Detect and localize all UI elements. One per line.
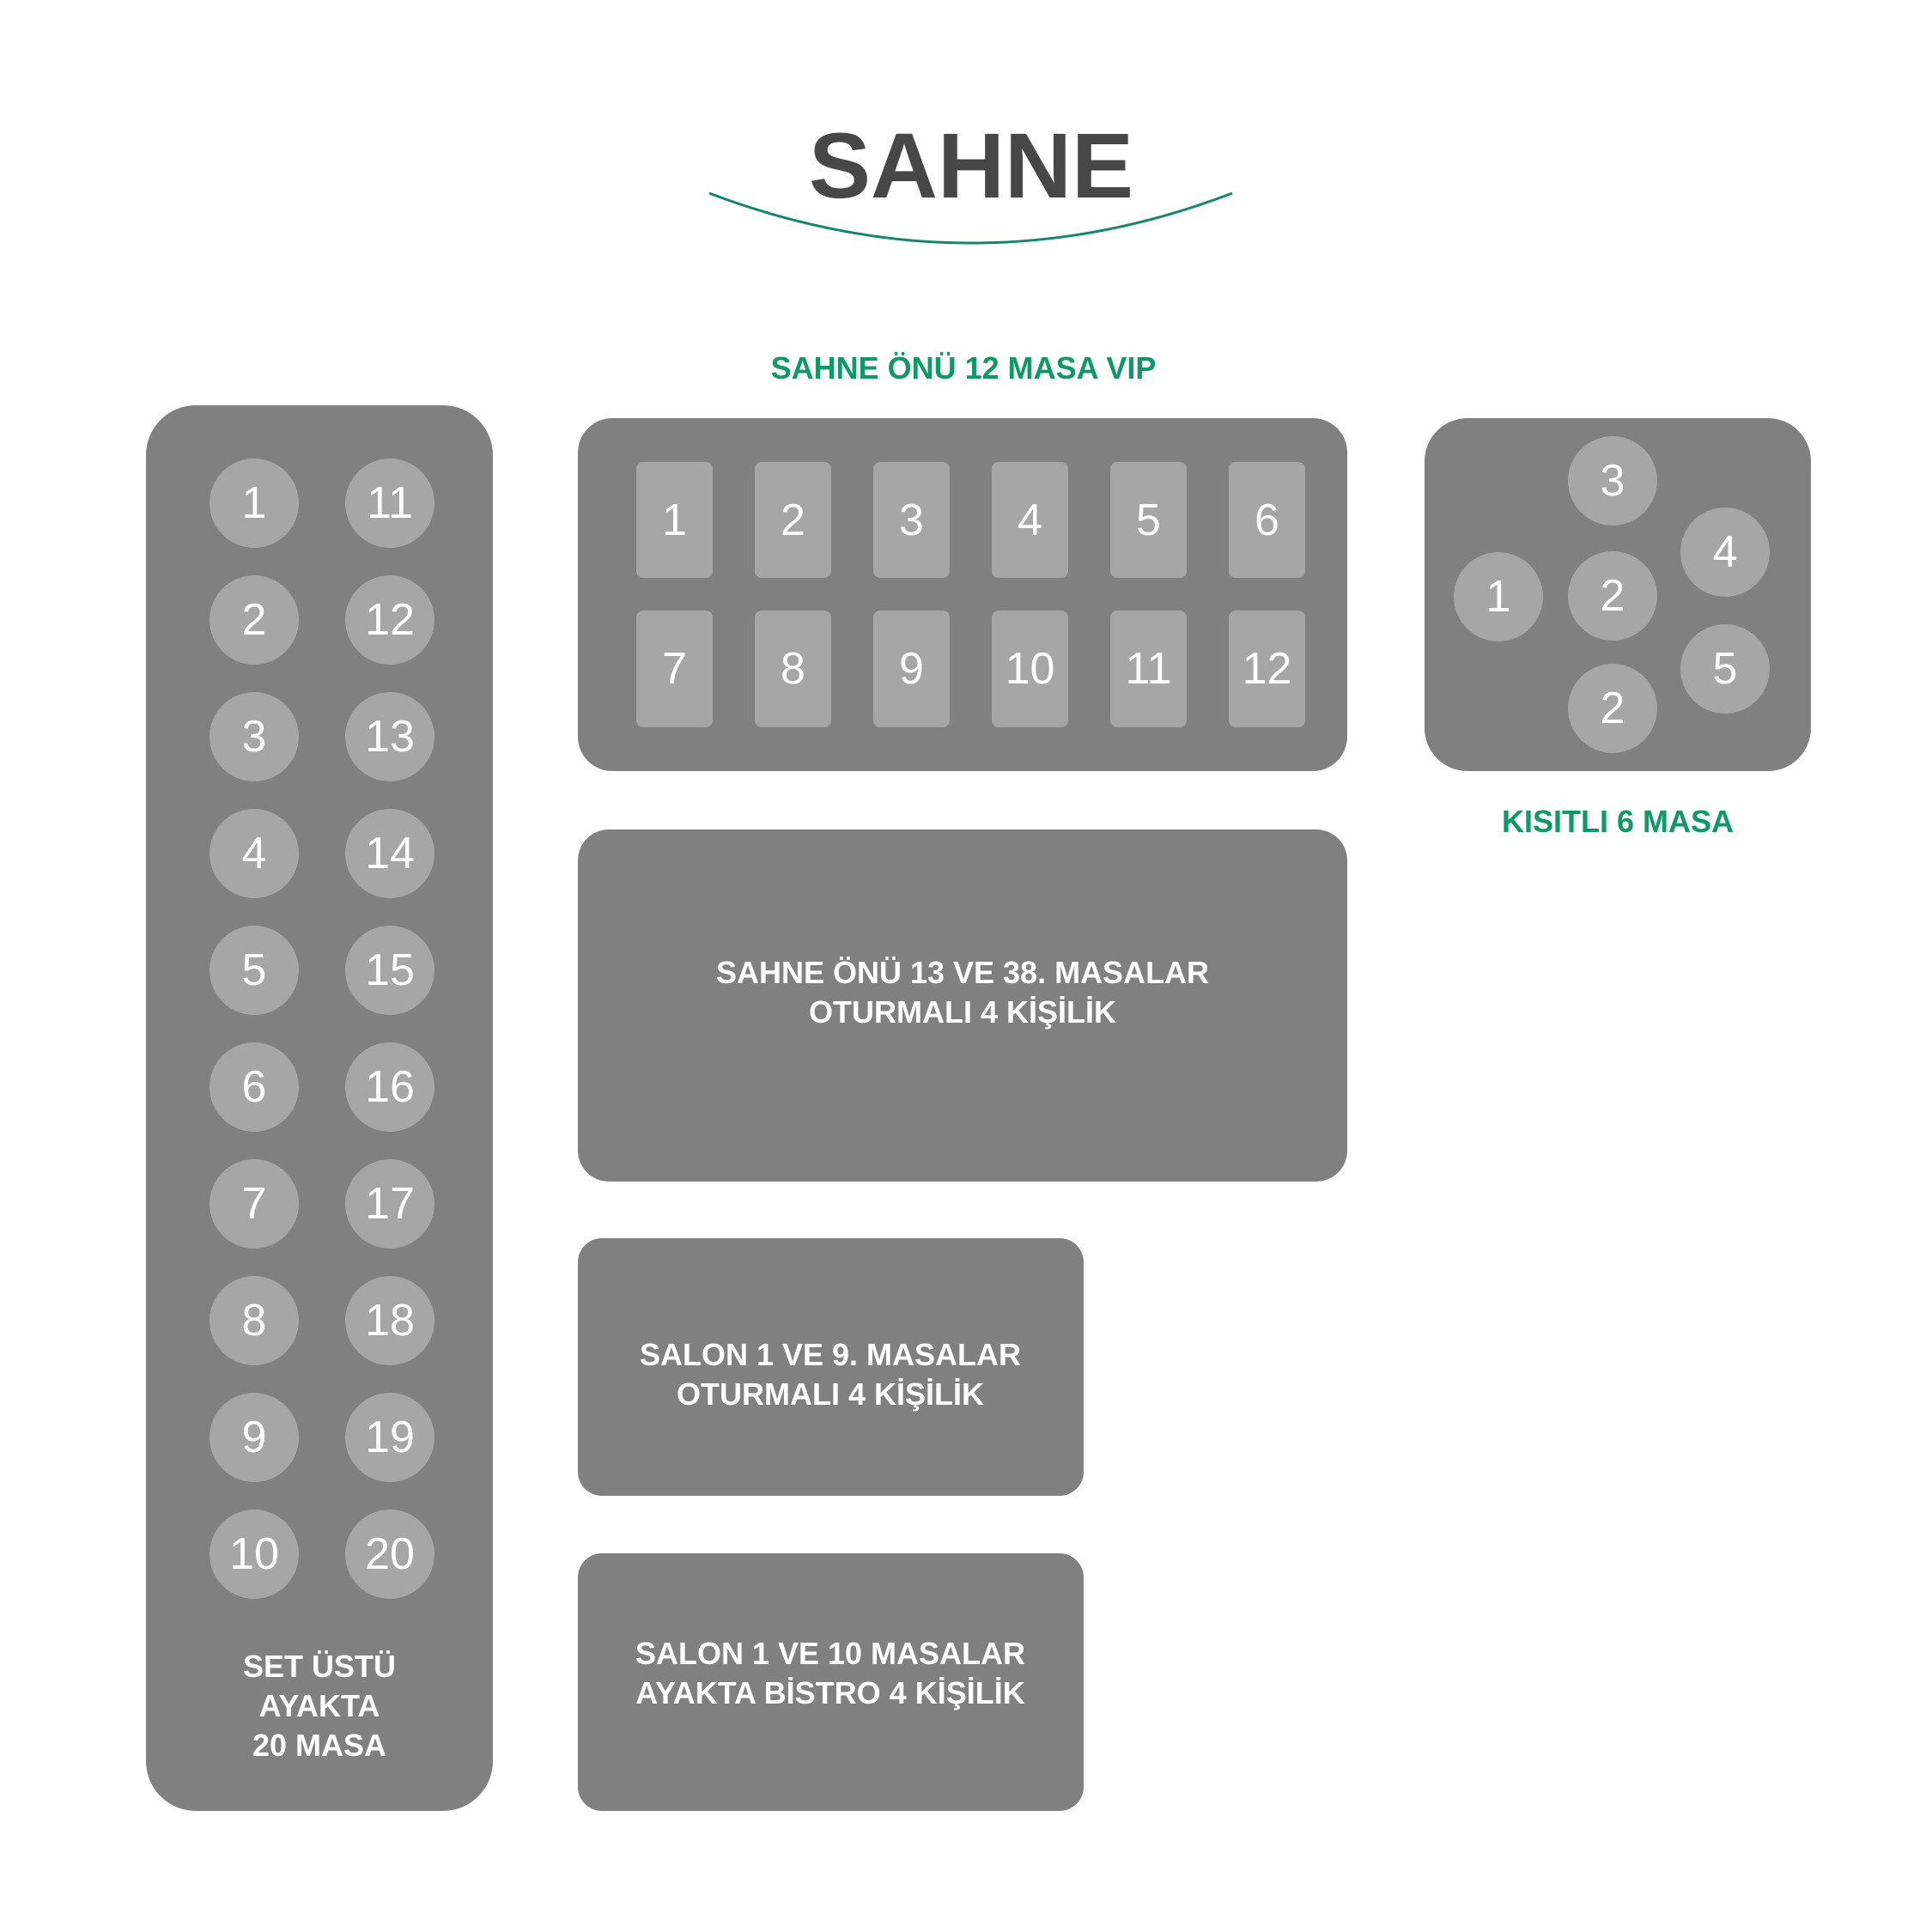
- vip-table[interactable]: 5: [1110, 462, 1187, 578]
- standing-section: [146, 405, 493, 1811]
- standing-label-line: AYAKTA: [258, 1688, 380, 1723]
- standing-table[interactable]: 11: [345, 459, 434, 548]
- vip-table[interactable]: 11: [1110, 611, 1187, 727]
- block-salon-1-9[interactable]: [578, 1238, 1084, 1496]
- standing-table[interactable]: 1: [210, 459, 299, 548]
- block-text: SALON 1 VE 9. MASALAR OTURMALI 4 KİŞİLİK: [640, 1335, 1021, 1414]
- restricted-table[interactable]: 3: [1568, 436, 1657, 526]
- block-line: SAHNE ÖNÜ 13 VE 38. MASALAR: [715, 955, 1210, 990]
- vip-table[interactable]: 3: [873, 462, 950, 578]
- standing-table[interactable]: 6: [210, 1042, 299, 1132]
- restricted-section-label: KISITLI 6 MASA: [1501, 804, 1735, 839]
- block-salon-1-10[interactable]: [578, 1553, 1084, 1811]
- standing-label: SET ÜSTÜ AYAKTA 20 MASA: [243, 1647, 396, 1765]
- standing-table[interactable]: 2: [210, 575, 299, 665]
- stage-title: SAHNE: [808, 113, 1134, 217]
- vip-table[interactable]: 8: [755, 611, 831, 727]
- standing-table[interactable]: 4: [210, 809, 299, 898]
- vip-table[interactable]: 4: [992, 462, 1068, 578]
- standing-table[interactable]: 5: [210, 926, 299, 1015]
- block-line: SALON 1 VE 9. MASALAR: [639, 1337, 1022, 1372]
- block-text: SALON 1 VE 10 MASALAR AYAKTA BİSTRO 4 Kİ…: [635, 1634, 1025, 1713]
- vip-table[interactable]: 1: [636, 462, 713, 578]
- block-line: OTURMALI 4 KİŞİLİK: [677, 1376, 984, 1412]
- vip-table[interactable]: 6: [1229, 462, 1305, 578]
- standing-label-line: 20 MASA: [252, 1728, 387, 1763]
- standing-table[interactable]: 3: [210, 692, 299, 781]
- standing-table[interactable]: 13: [345, 692, 434, 781]
- restricted-table[interactable]: 2: [1568, 664, 1657, 753]
- vip-table[interactable]: 9: [873, 611, 950, 727]
- vip-table[interactable]: 2: [755, 462, 831, 578]
- block-line: SALON 1 VE 10 MASALAR: [635, 1636, 1026, 1671]
- restricted-table[interactable]: 2: [1568, 551, 1657, 641]
- standing-table[interactable]: 9: [210, 1393, 299, 1482]
- standing-table[interactable]: 14: [345, 809, 434, 898]
- stage-arc: [708, 191, 1233, 245]
- vip-section-label: SAHNE ÖNÜ 12 MASA VIP: [770, 350, 1157, 386]
- standing-table[interactable]: 10: [210, 1510, 299, 1599]
- standing-table[interactable]: 19: [345, 1393, 434, 1482]
- block-line: AYAKTA BİSTRO 4 KİŞİLİK: [635, 1675, 1025, 1710]
- standing-table[interactable]: 20: [345, 1510, 434, 1599]
- standing-label-line: SET ÜSTÜ: [242, 1649, 397, 1684]
- vip-table[interactable]: 12: [1229, 611, 1305, 727]
- standing-table[interactable]: 18: [345, 1276, 434, 1365]
- standing-table[interactable]: 8: [210, 1276, 299, 1365]
- standing-table[interactable]: 12: [345, 575, 434, 665]
- standing-table[interactable]: 17: [345, 1159, 434, 1249]
- block-sahne-onu-13-38[interactable]: [578, 829, 1347, 1182]
- standing-table[interactable]: 7: [210, 1159, 299, 1249]
- vip-table[interactable]: 10: [992, 611, 1068, 727]
- vip-table[interactable]: 7: [636, 611, 713, 727]
- block-line: OTURMALI 4 KİŞİLİK: [809, 994, 1116, 1030]
- block-text: SAHNE ÖNÜ 13 VE 38. MASALAR OTURMALI 4 K…: [716, 953, 1209, 1032]
- restricted-table[interactable]: 4: [1680, 507, 1770, 597]
- restricted-table[interactable]: 1: [1454, 552, 1543, 641]
- standing-table[interactable]: 15: [345, 926, 434, 1015]
- standing-table[interactable]: 16: [345, 1042, 434, 1132]
- restricted-table[interactable]: 5: [1680, 624, 1770, 714]
